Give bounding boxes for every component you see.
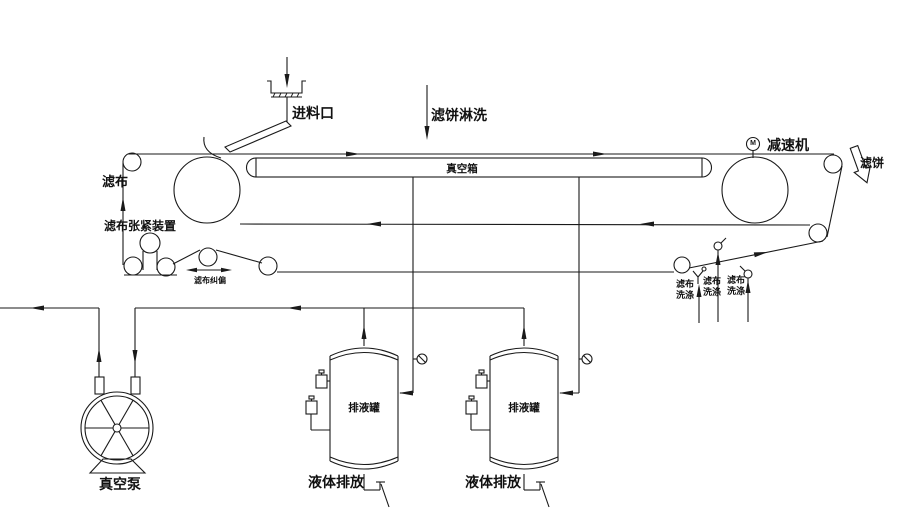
tension-roller [139, 232, 161, 254]
vacuum-box-label: 真空箱 [446, 163, 478, 175]
spray-arrow-up-icon [696, 284, 702, 297]
valve-icon [581, 353, 593, 365]
left-drum-roller [173, 156, 241, 224]
spray-nozzle-icon [692, 270, 704, 284]
level-gauge-icon [315, 369, 330, 389]
spray-nozzle-icon [713, 241, 723, 251]
spray-nozzle-icon [743, 269, 753, 279]
cloth-wash-label-line2: 洗涤 [727, 286, 746, 296]
cloth-wash-label-3: 滤布 洗涤 [727, 275, 745, 297]
filter-cake-label: 滤饼 [860, 156, 885, 170]
feed-inlet-label: 进料口 [292, 105, 334, 121]
level-gauge-icon [305, 395, 330, 431]
roller [156, 257, 176, 277]
cloth-wash-station [692, 237, 753, 323]
vacuum-suction-header [132, 305, 527, 377]
filtrate-pipe-tank2 [559, 177, 593, 396]
double-arrow-right-icon [221, 267, 232, 273]
reducer-label: 减速机 [767, 137, 809, 153]
filtrate-pipe-tank1 [399, 177, 428, 396]
drain-valve-icon [536, 481, 550, 508]
drain-valve-icon [376, 481, 390, 508]
cloth-wash-label-line2: 洗涤 [703, 287, 722, 297]
cake-discharge-arrow-icon [849, 144, 871, 184]
right-drive-drum [721, 156, 789, 224]
vacuum-pump-label: 真空泵 [99, 476, 141, 492]
discharge-roller [808, 223, 828, 243]
pump-exhaust-line [0, 305, 102, 377]
cloth-wash-label-line1: 滤布 [676, 279, 695, 289]
cloth-align-label: 滤布纠偏 [194, 276, 226, 285]
liquid-discharge1-label: 液体排放 [308, 474, 364, 490]
flow-arrow-down-icon [132, 350, 138, 364]
belt-bottom-strand [239, 221, 811, 227]
flow-arrow-up-icon [120, 197, 126, 211]
flow-arrow-left-icon [287, 305, 301, 311]
flow-arrow-right-icon [593, 151, 607, 157]
spray-nozzle-icon [701, 266, 707, 272]
cloth-wash-label-line1: 滤布 [703, 276, 722, 286]
feed-chute [203, 120, 292, 159]
spray-arrow-up-icon [745, 280, 751, 293]
cloth-tension-rollers [123, 232, 278, 277]
flow-arrow-left-icon [399, 390, 413, 396]
vacuum-pump [80, 376, 154, 474]
motor-icon [745, 136, 761, 158]
flow-arrow-icon [753, 252, 768, 258]
double-arrow-left-icon [186, 267, 197, 273]
cloth-wash-label-2: 滤布 洗涤 [703, 276, 721, 298]
flow-arrow-left-icon [30, 305, 44, 311]
cloth-wash-label-line2: 洗涤 [676, 290, 695, 300]
cloth-tension-label: 滤布张紧装置 [104, 219, 177, 233]
liquid-discharge2-label: 液体排放 [465, 474, 521, 490]
cloth-wash-label-line1: 滤布 [727, 275, 746, 285]
flow-arrow-left-icon [367, 221, 381, 227]
tank-drain [363, 474, 390, 508]
flow-arrow-left-icon [559, 390, 573, 396]
tank-drain [523, 474, 550, 508]
level-gauge-icon [465, 395, 490, 431]
spray-arrow-up-icon [715, 252, 721, 265]
cake-rinse-label: 滤饼淋洗 [431, 107, 487, 123]
drain-tank1-label: 排液罐 [348, 402, 380, 414]
drain-tank-2 [465, 347, 559, 508]
drain-tank-1 [305, 347, 399, 508]
feed-deflector [203, 136, 222, 159]
vacuum-box [245, 157, 713, 178]
rinse-arrow-down-icon [424, 126, 430, 140]
roller [123, 256, 143, 276]
valve-icon [416, 353, 428, 365]
top-right-roller [823, 154, 843, 174]
flow-arrow-right-icon [346, 151, 360, 157]
alignment-roller [198, 247, 218, 267]
motor-letter: M [750, 140, 756, 147]
top-left-roller [122, 152, 142, 172]
belt-right-wrap [826, 165, 843, 238]
drain-tank2-label: 排液罐 [508, 402, 540, 414]
cloth-wash-label-1: 滤布 洗涤 [676, 279, 694, 301]
cloth-return-path [120, 163, 824, 276]
feed-arrow-down-icon [284, 74, 290, 88]
cake-rinse-arrow [424, 85, 430, 140]
level-gauge-icon [475, 369, 490, 389]
flow-arrow-up-icon [521, 325, 527, 339]
belt-top-strand [128, 151, 834, 157]
flow-arrow-up-icon [361, 325, 367, 339]
pump-base [88, 458, 147, 474]
roller [258, 256, 278, 276]
flow-arrow-up-icon [96, 348, 102, 362]
feed-hopper [267, 57, 306, 122]
flow-arrow-left-icon [640, 221, 654, 227]
filter-cloth-label: 滤布 [102, 174, 129, 189]
cloth-wash-roller [673, 256, 691, 274]
